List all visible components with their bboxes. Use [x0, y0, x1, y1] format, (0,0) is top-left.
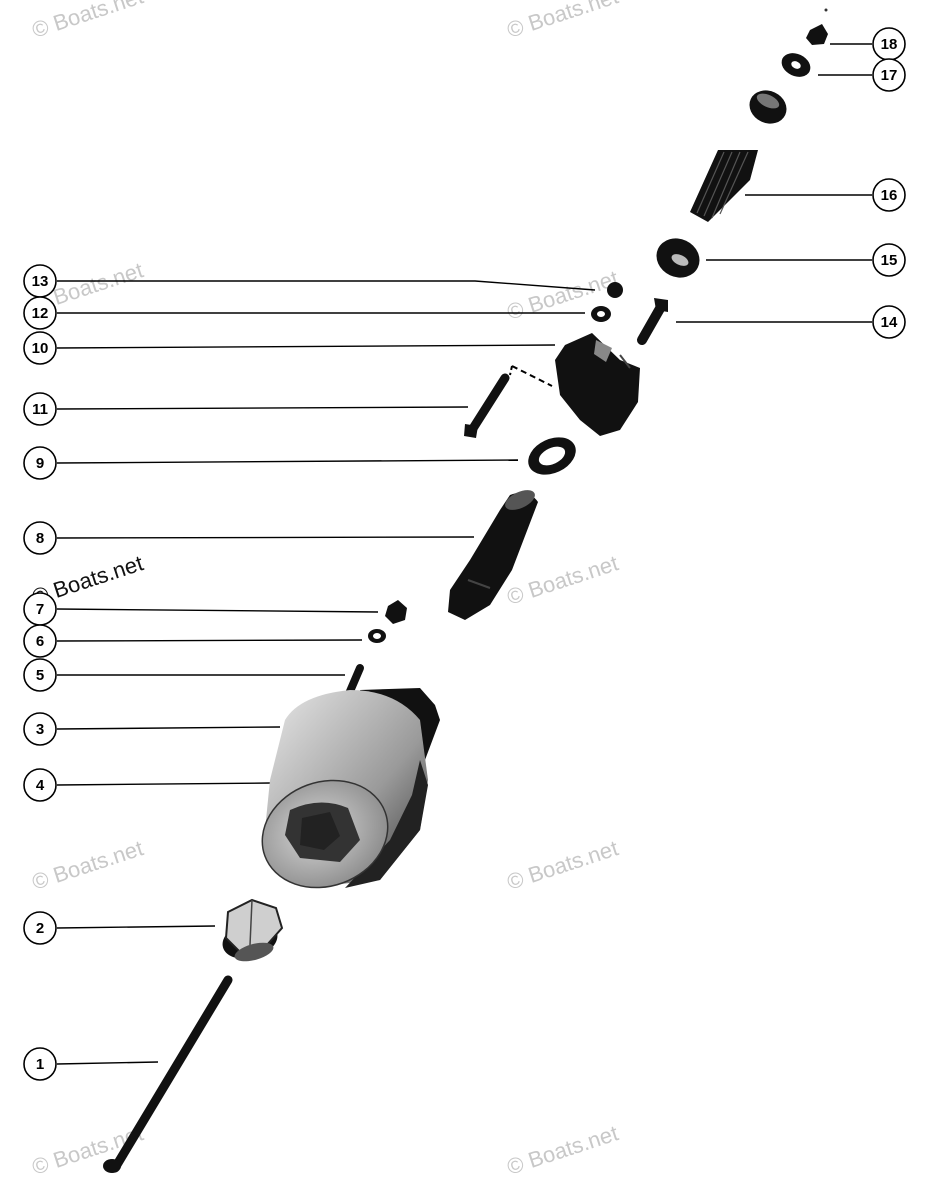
- callout-label: 5: [36, 667, 44, 684]
- callout-10: 10: [23, 331, 57, 365]
- callout-13: 13: [23, 264, 57, 298]
- leader-line-2: [56, 925, 216, 929]
- part-8-shaft: [448, 490, 538, 620]
- leader-line-4: [56, 782, 271, 786]
- leader-lines: [56, 43, 872, 1065]
- part-7-nut: [385, 600, 407, 624]
- watermark: © Boats.net: [504, 835, 621, 894]
- part-9-o-ring: [528, 437, 576, 475]
- watermark: © Boats.net: [504, 0, 621, 43]
- callout-12: 12: [23, 296, 57, 330]
- part-13-nut: [607, 282, 623, 298]
- watermark: © Boats.net: [504, 1120, 621, 1179]
- leader-line-13: [57, 280, 596, 291]
- leader-line-7: [56, 608, 379, 613]
- callout-label: 3: [36, 721, 44, 738]
- callout-label: 16: [881, 187, 898, 204]
- callout-7: 7: [23, 592, 57, 626]
- part-10-housing: [555, 333, 640, 436]
- leader-line-3: [56, 726, 281, 730]
- callout-label: 8: [36, 530, 44, 547]
- watermarks: © Boats.net © Boats.net © Boats.net © Bo…: [29, 0, 621, 1180]
- callout-3: 3: [23, 712, 57, 746]
- callout-9: 9: [23, 446, 57, 480]
- part-16-splined-shaft: [690, 150, 758, 222]
- callout-label: 6: [36, 633, 44, 650]
- part-16-bushing: [749, 90, 787, 124]
- callout-17: 17: [872, 58, 906, 92]
- part-17-washer: [781, 53, 811, 77]
- callout-5: 5: [23, 658, 57, 692]
- leader-line-1: [56, 1061, 159, 1065]
- callout-label: 4: [36, 777, 45, 794]
- callout-4: 4: [23, 768, 57, 802]
- callout-16: 16: [872, 178, 906, 212]
- callout-6: 6: [23, 624, 57, 658]
- callout-label: 12: [32, 305, 49, 322]
- watermark: © Boats.net: [29, 835, 146, 894]
- callout-label: 15: [881, 252, 898, 269]
- callout-8: 8: [23, 521, 57, 555]
- callout-2: 2: [23, 911, 57, 945]
- callout-label: 2: [36, 920, 44, 937]
- part-6-washer: [368, 629, 386, 643]
- leader-line-11: [56, 406, 469, 410]
- leader-line-6: [56, 639, 363, 642]
- callout-14: 14: [872, 305, 906, 339]
- dashed-connector-stub: [509, 365, 513, 376]
- leader-line-8: [56, 536, 475, 539]
- callout-18: 18: [872, 27, 906, 61]
- callout-label: 13: [32, 273, 49, 290]
- callout-label: 9: [36, 455, 44, 472]
- watermark: © Boats.net: [29, 0, 146, 43]
- callout-label: 10: [32, 340, 49, 357]
- callout-label: 14: [881, 314, 898, 331]
- part-15-bushing: [656, 238, 700, 278]
- callout-label: 18: [881, 36, 898, 53]
- part-12-washer: [591, 306, 611, 322]
- leader-line-10: [56, 344, 556, 349]
- callout-label: 17: [881, 67, 898, 84]
- part-18-nut: [806, 8, 828, 45]
- callout-15: 15: [872, 243, 906, 277]
- callout-label: 1: [36, 1056, 44, 1073]
- part-1-rod: [103, 975, 233, 1173]
- callout-11: 11: [23, 392, 57, 426]
- watermark: © Boats.net: [504, 550, 621, 609]
- callout-label: 7: [36, 601, 44, 618]
- part-11-bolt: [464, 373, 510, 438]
- dashed-connector: [511, 365, 553, 387]
- callout-1: 1: [23, 1047, 57, 1081]
- part-14-bolt: [637, 298, 668, 345]
- parts: [103, 8, 828, 1173]
- part-2-flange-nut: [222, 898, 284, 962]
- callouts: 18 17 16 15 14 13 12 10: [23, 27, 906, 1081]
- callout-label: 11: [32, 401, 48, 418]
- part-3-housing: [261, 688, 440, 889]
- leader-line-9: [56, 459, 519, 464]
